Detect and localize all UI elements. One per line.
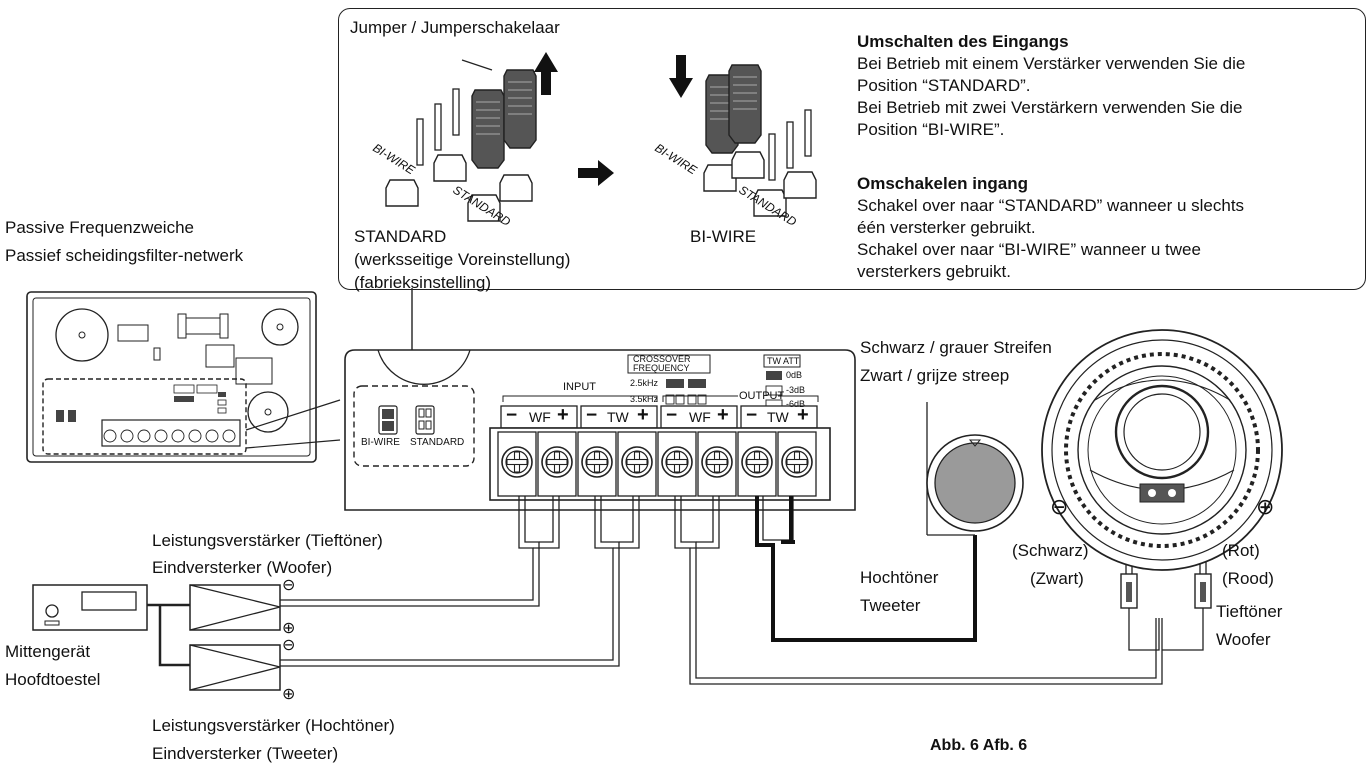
terminal-minus-3: −	[666, 405, 678, 426]
woofer-red-de: (Rot)	[1222, 541, 1260, 560]
crossover-label-nl: Passief scheidingsfilter-netwerk	[5, 246, 244, 265]
woofer-speaker	[1041, 329, 1283, 609]
tweeter-speaker	[926, 402, 1024, 536]
output-label: OUTPUT	[739, 390, 785, 402]
standard-caption-de: (werksseitige Voreinstellung)	[354, 250, 571, 269]
head-unit-label-de: Mittengerät	[5, 642, 91, 661]
crossover-frequency-line2: FREQUENCY	[633, 363, 690, 373]
crossover-label-de: Passive Frequenzweiche	[5, 218, 194, 237]
woofer-minus-icon: ⊖	[1050, 494, 1069, 519]
terminal-minus-1: −	[506, 405, 518, 426]
figure-caption: Abb. 6 Afb. 6	[930, 737, 1028, 754]
terminal-plus-1: +	[557, 404, 569, 426]
tweeter-amplifier	[189, 644, 281, 691]
woofer-amp-minus-icon: ⊖	[282, 577, 296, 594]
woofer-red-nl: (Rood)	[1222, 569, 1274, 588]
nl-heading: Omschakelen ingang	[857, 174, 1028, 193]
crossover-frequency-line1: CROSSOVER	[633, 354, 691, 364]
biwire-slanted-label: BI-WIRE	[370, 141, 418, 178]
woofer-amp-plus-icon: ⊕	[282, 620, 296, 637]
jumper-callout-box	[338, 8, 1366, 290]
woofer-amp-wires	[147, 495, 1207, 685]
crossover-small-view	[26, 291, 341, 463]
biwire-jumper-label: BI-WIRE	[361, 437, 400, 448]
de-line-2: Position “STANDARD”.	[857, 76, 1031, 95]
jumper-biwire-illustration	[669, 55, 817, 217]
input-label: INPUT	[563, 381, 596, 393]
woofer-plus-icon: ⊕	[1256, 494, 1275, 519]
nl-line-1: Schakel over naar “STANDARD” wanneer u s…	[857, 196, 1245, 215]
jumper-standard-illustration	[385, 52, 558, 222]
tweeter-amp-label-nl: Eindversterker (Tweeter)	[152, 744, 339, 763]
att-0-label: 0dB	[786, 370, 803, 380]
att-3-label: -3dB	[786, 385, 806, 395]
nl-line-2: één versterker gebruikt.	[857, 218, 1036, 237]
att-6-label: -6dB	[786, 399, 806, 409]
terminal-label-wf-1: WF	[529, 409, 551, 425]
woofer-black-nl: (Zwart)	[1030, 569, 1084, 588]
nl-line-4: versterkers gebruikt.	[857, 262, 1011, 281]
terminal-plus-3: +	[717, 404, 729, 426]
woofer-amplifier	[189, 584, 281, 631]
jumper-title: Jumper / Jumperschakelaar	[350, 18, 560, 37]
de-line-1: Bei Betrieb mit einem Verstärker verwend…	[857, 54, 1246, 73]
de-line-3: Bei Betrieb mit zwei Verstärkern verwend…	[857, 98, 1243, 117]
tweeter-label-de: Hochtöner	[860, 568, 939, 587]
tweeter-amp-minus-icon: ⊖	[282, 637, 296, 654]
standard-caption-nl: (fabrieksinstelling)	[354, 273, 491, 292]
de-heading: Umschalten des Eingangs	[857, 32, 1069, 51]
terminal-plus-2: +	[637, 404, 649, 426]
tweeter-wire-black	[755, 496, 977, 642]
terminal-minus-2: −	[586, 405, 598, 426]
tweeter-amp-label-de: Leistungsverstärker (Hochtöner)	[152, 716, 395, 735]
crossover-main-view	[344, 349, 856, 511]
tweeter-label-nl: Tweeter	[860, 596, 921, 615]
woofer-label-nl: Woofer	[1216, 630, 1271, 649]
nl-line-3: Schakel over naar “BI-WIRE” wanneer u tw…	[857, 240, 1201, 259]
tw-att-label: TW ATT	[767, 356, 800, 366]
terminal-minus-4: −	[746, 405, 758, 426]
woofer-black-de: (Schwarz)	[1012, 541, 1089, 560]
terminal-plus-4: +	[797, 404, 809, 426]
tweeter-stripe-de: Schwarz / grauer Streifen	[860, 338, 1052, 357]
head-unit-label-nl: Hoofdtoestel	[5, 670, 101, 689]
standard-jumper-label: STANDARD	[410, 437, 465, 448]
woofer-amp-label-de: Leistungsverstärker (Tieftöner)	[152, 531, 383, 550]
woofer-label-de: Tieftöner	[1216, 602, 1283, 621]
standard-caption: STANDARD	[354, 227, 447, 246]
tweeter-stripe-nl: Zwart / grijze streep	[860, 366, 1010, 385]
terminal-label-tw-2: TW	[767, 409, 789, 425]
right-arrow-icon	[578, 160, 614, 186]
terminal-label-tw-1: TW	[607, 409, 629, 425]
terminal-label-wf-2: WF	[689, 409, 711, 425]
biwire-caption: BI-WIRE	[690, 227, 757, 246]
head-unit	[32, 584, 148, 631]
de-line-4: Position “BI-WIRE”.	[857, 120, 1005, 139]
woofer-amp-label-nl: Eindversterker (Woofer)	[152, 558, 333, 577]
tweeter-amp-plus-icon: ⊕	[282, 686, 296, 703]
freq-35-label: 3.5kHz	[630, 394, 659, 404]
freq-25-label: 2.5kHz	[630, 378, 659, 388]
biwire-slanted-label-2: BI-WIRE	[652, 141, 700, 178]
